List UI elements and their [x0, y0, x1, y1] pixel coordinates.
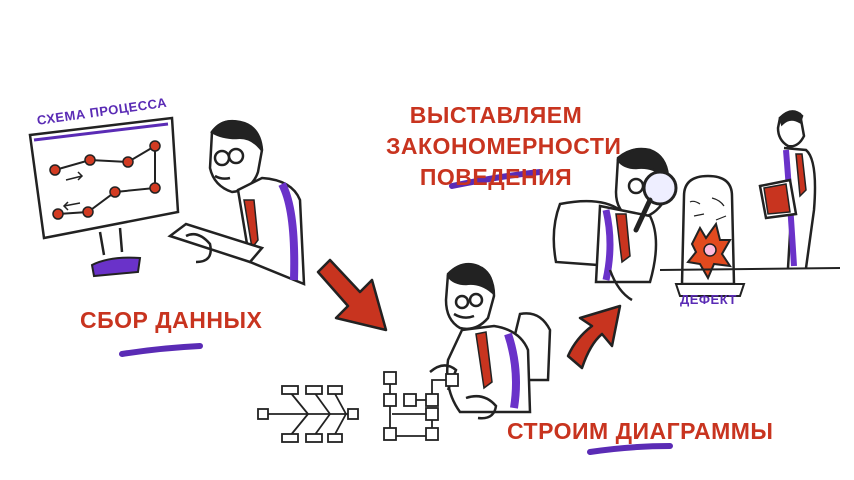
man-with-clipboard: [758, 110, 817, 269]
flowchart-icon: [383, 371, 459, 441]
title-underline: [449, 169, 543, 189]
build-underline: [587, 443, 673, 455]
man-at-computer: [167, 119, 306, 286]
data-collection-label: СБОР ДАННЫХ: [80, 307, 263, 333]
arrow-down-right-icon: [316, 258, 388, 332]
collect-underline: [119, 343, 203, 357]
page-title: ВЫСТАВЛЯЕМ ЗАКОНОМЕРНОСТИ ПОВЕДЕНИЯ: [386, 100, 622, 193]
build-diagrams-label: СТРОИМ ДИАГРАММЫ: [507, 418, 774, 444]
title-line-1: ВЫСТАВЛЯЕМ: [409, 102, 583, 128]
monitor-icon: [28, 116, 180, 278]
fishbone-diagram-icon: [257, 385, 359, 443]
title-line-3: ПОВЕДЕНИЯ: [419, 164, 573, 190]
magnifier-icon: [633, 170, 678, 233]
arrow-up-right-icon: [566, 304, 622, 370]
defect-label: ДЕФЕКТ: [680, 292, 737, 307]
title-line-2: ЗАКОНОМЕРНОСТИ: [386, 133, 622, 159]
defect-jar: [659, 174, 841, 297]
man-building-diagrams: [429, 263, 552, 420]
